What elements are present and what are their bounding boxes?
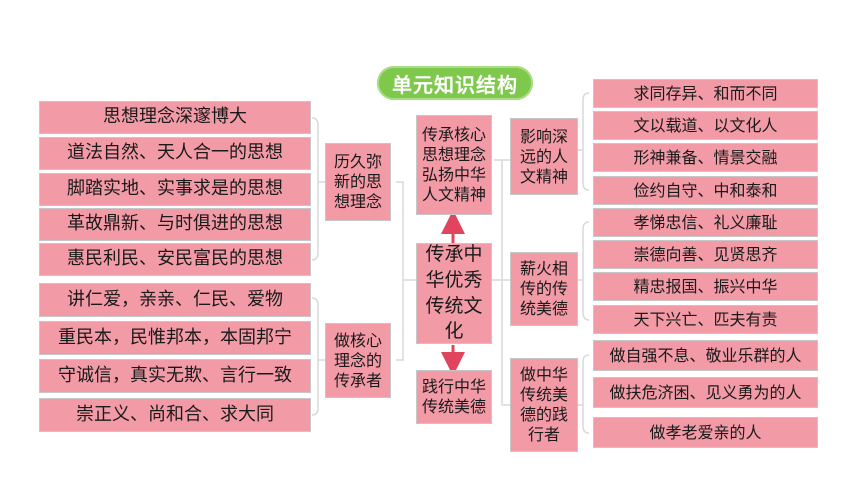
left1-item-5: 惠民利民、安民富民的思想 — [39, 243, 311, 276]
right1-item-4: 俭约自守、中和泰和 — [593, 176, 818, 205]
right2-item-3: 精忠报国、振兴中华 — [593, 272, 818, 301]
right2-item-4: 天下兴亡、匹夫有责 — [593, 305, 818, 334]
left2-item-2: 重民本，民惟邦本，本固邦宁 — [39, 321, 311, 355]
diagram-title: 单元知识结构 — [377, 66, 533, 100]
right3-item-1: 做自强不息、敬业乐群的人 — [593, 340, 818, 371]
left1-item-2: 道法自然、天人合一的思想 — [39, 137, 311, 170]
left2-item-1: 讲仁爱，亲亲、仁民、爱物 — [39, 283, 311, 317]
left2-item-3: 守诚信，真实无欺、言行一致 — [39, 359, 311, 393]
left1-item-1: 思想理念深邃博大 — [39, 101, 311, 134]
right1-item-3: 形神兼备、情景交融 — [593, 143, 818, 172]
right2-item-1: 孝悌忠信、礼义廉耻 — [593, 208, 818, 237]
right1-item-1: 求同存异、和而不同 — [593, 79, 818, 108]
left1-item-3: 脚踏实地、实事求是的思想 — [39, 173, 311, 206]
right3-item-2: 做扶危济困、见义勇为的人 — [593, 377, 818, 408]
right1-label: 影响深远的人文精神 — [510, 118, 578, 195]
left2-item-4: 崇正义、尚和合、求大同 — [39, 398, 311, 432]
left1-item-4: 革故鼎新、与时俱进的思想 — [39, 208, 311, 241]
right2-item-2: 崇德向善、见贤思齐 — [593, 240, 818, 269]
center-node: 传承中华优秀传统文化 — [416, 243, 492, 344]
right2-label: 薪火相传的传统美德 — [510, 252, 578, 326]
right3-item-3: 做孝老爱亲的人 — [593, 417, 818, 448]
left1-label: 历久弥新的思想理念 — [325, 143, 391, 221]
right1-item-2: 文以载道、以文化人 — [593, 111, 818, 140]
left2-label: 做核心理念的传承者 — [325, 323, 391, 398]
top-node: 传承核心思想理念弘扬中华人文精神 — [416, 115, 492, 215]
bottom-node: 践行中华传统美德 — [416, 370, 492, 424]
right3-label: 做中华传统美德的践行者 — [510, 358, 578, 452]
